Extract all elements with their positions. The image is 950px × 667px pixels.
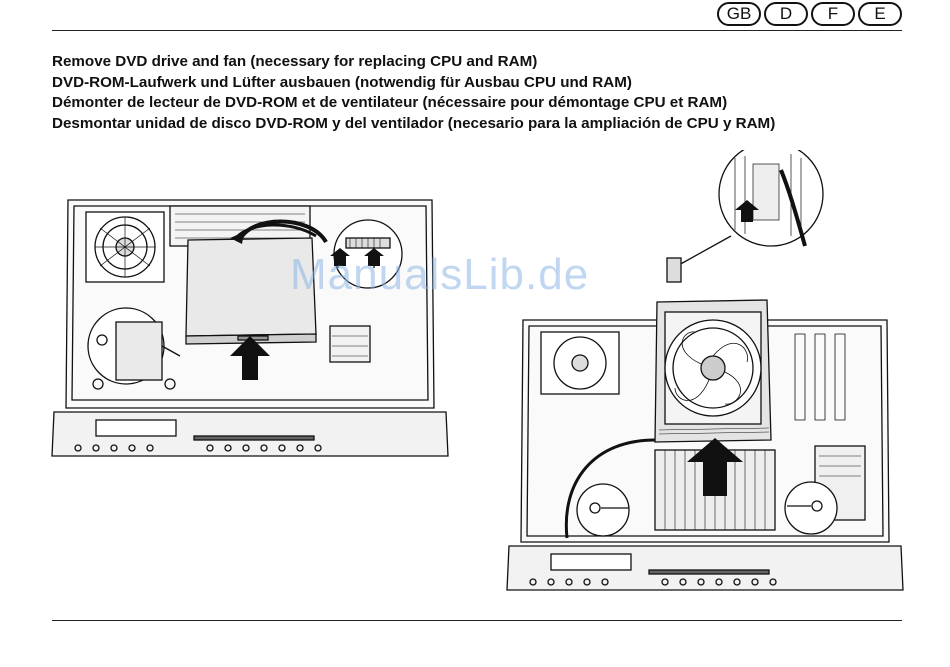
fan-removal-illustration-svg [506,150,904,591]
language-tabs: GB D F E [717,2,902,26]
instruction-headings: Remove DVD drive and fan (necessary for … [52,52,775,134]
fan-removal-illustration [505,150,905,598]
language-tab-d[interactable]: D [764,2,808,26]
heading-german: DVD-ROM-Laufwerk und Lüfter ausbauen (no… [52,73,632,91]
dvd-drive-removal-illustration [50,186,450,468]
heading-english: Remove DVD drive and fan (necessary for … [52,53,538,70]
top-rule [52,30,902,31]
heading-french: Démonter de lecteur de DVD-ROM et de ven… [52,94,728,111]
language-tab-gb[interactable]: GB [717,2,761,26]
language-tab-e[interactable]: E [858,2,902,26]
bottom-rule [52,620,902,621]
heading-spanish: Desmontar unidad de disco DVD-ROM y del … [52,114,776,132]
language-tab-f[interactable]: F [811,2,855,26]
dvd-drive-illustration-svg [51,199,449,457]
